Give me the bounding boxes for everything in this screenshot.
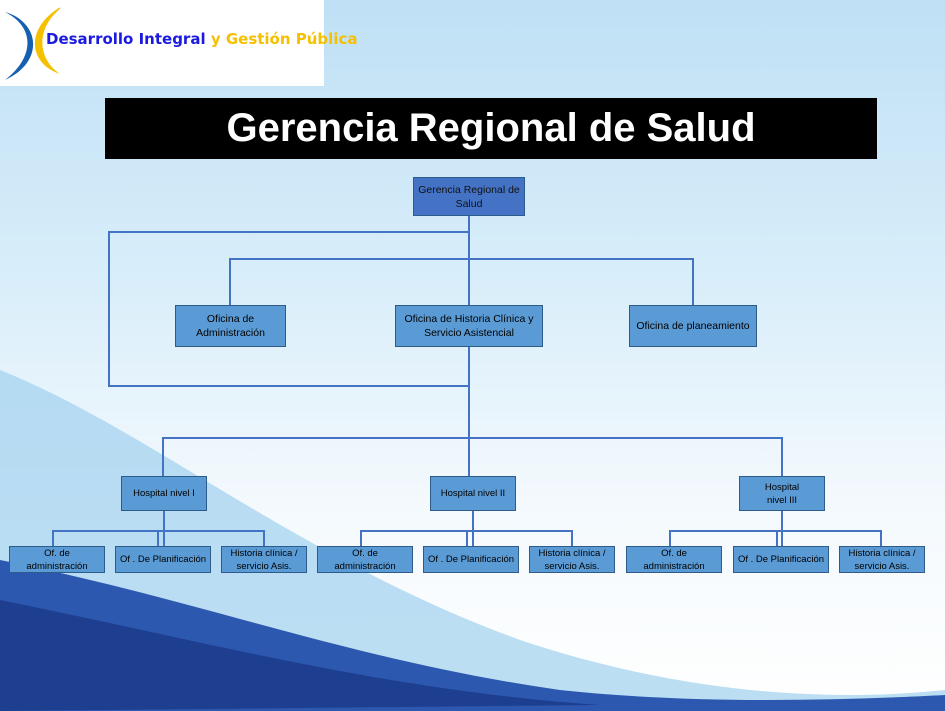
- logo-text-secondary: y Gestión Pública: [210, 30, 358, 48]
- office-historia-clinica: Oficina de Historia Clínica y Servicio A…: [395, 305, 543, 347]
- logo: Desarrollo Integral y Gestión Pública: [0, 0, 357, 86]
- slide-title: Gerencia Regional de Salud: [105, 98, 877, 159]
- unit-historia-clinica: Historia clínica / servicio Asis.: [529, 546, 615, 573]
- office-planeamiento: Oficina de planeamiento: [629, 305, 757, 347]
- office-administracion: Oficina de Administración: [175, 305, 286, 347]
- unit-administracion: Of. de administración: [317, 546, 413, 573]
- unit-historia-clinica: Historia clínica / servicio Asis.: [839, 546, 925, 573]
- root-node: Gerencia Regional de Salud: [413, 177, 525, 216]
- unit-administracion: Of. de administración: [626, 546, 722, 573]
- logo-text-primary: Desarrollo Integral: [46, 30, 206, 48]
- unit-planificacion: Of . De Planificación: [423, 546, 519, 573]
- hospital-nivel-1: Hospital nivel I: [121, 476, 207, 511]
- unit-historia-clinica: Historia clínica / servicio Asis.: [221, 546, 307, 573]
- unit-administracion: Of. de administración: [9, 546, 105, 573]
- logo-swoosh-icon: [5, 7, 60, 80]
- hospital-nivel-3: Hospital nivel III: [739, 476, 825, 511]
- unit-planificacion: Of . De Planificación: [733, 546, 829, 573]
- hospital-nivel-2: Hospital nivel II: [430, 476, 516, 511]
- unit-planificacion: Of . De Planificación: [115, 546, 211, 573]
